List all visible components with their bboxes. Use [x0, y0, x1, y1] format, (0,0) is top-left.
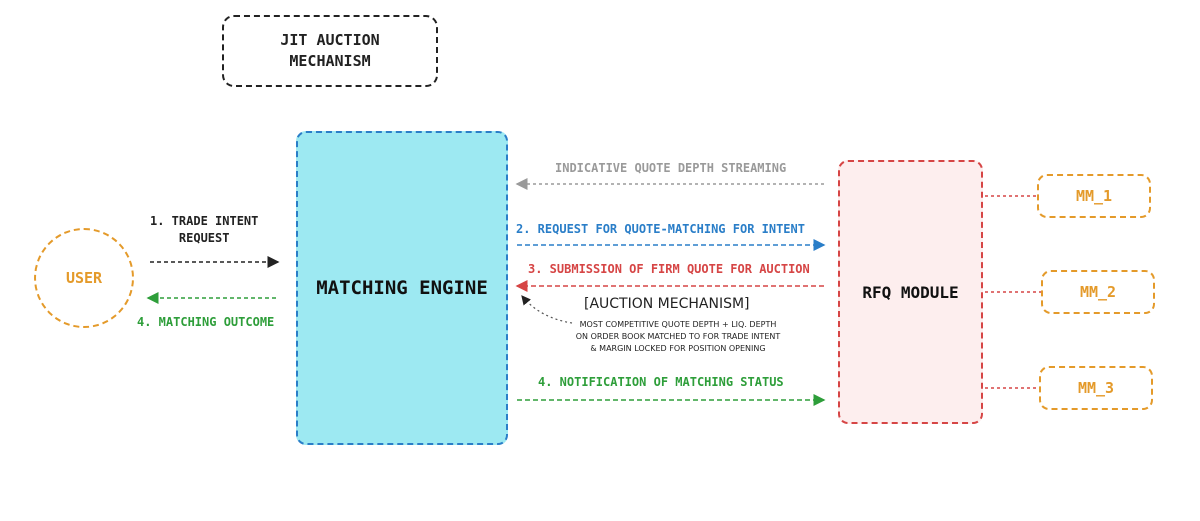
title-line-1: JIT AUCTION: [280, 31, 380, 49]
user-node: USER: [34, 228, 134, 328]
market-maker-1-node: MM_1: [1037, 174, 1151, 218]
auction-note-body: MOST COMPETITIVE QUOTE DEPTH + LIQ. DEPT…: [558, 319, 798, 355]
trade-intent-line-2: REQUEST: [178, 231, 230, 245]
matching-engine-node: MATCHING ENGINE: [296, 131, 508, 445]
matching-outcome-label: 4. MATCHING OUTCOME: [137, 315, 275, 329]
auction-note-heading: [AUCTION MECHANISM]: [584, 296, 750, 312]
auction-note-line-3: & MARGIN LOCKED FOR POSITION OPENING: [590, 344, 766, 353]
market-maker-2-node: MM_2: [1041, 270, 1155, 314]
title-line-2: MECHANISM: [289, 52, 371, 70]
indicative-quote-label: INDICATIVE QUOTE DEPTH STREAMING: [555, 161, 787, 175]
auction-note-pointer: [521, 295, 573, 324]
trade-intent-line-1: 1. TRADE INTENT: [150, 214, 259, 228]
rfq-module-node: RFQ MODULE: [838, 160, 983, 424]
diagram-title: JIT AUCTION MECHANISM: [222, 15, 438, 87]
notification-label: 4. NOTIFICATION OF MATCHING STATUS: [538, 375, 784, 389]
market-maker-3-node: MM_3: [1039, 366, 1153, 410]
firm-quote-label: 3. SUBMISSION OF FIRM QUOTE FOR AUCTION: [528, 262, 810, 276]
request-for-quote-label: 2. REQUEST FOR QUOTE-MATCHING FOR INTENT: [516, 222, 805, 236]
auction-note-line-1: MOST COMPETITIVE QUOTE DEPTH + LIQ. DEPT…: [579, 320, 777, 329]
auction-note-line-2: ON ORDER BOOK MATCHED TO FOR TRADE INTEN…: [575, 332, 781, 341]
trade-intent-label: 1. TRADE INTENT REQUEST: [150, 213, 258, 247]
